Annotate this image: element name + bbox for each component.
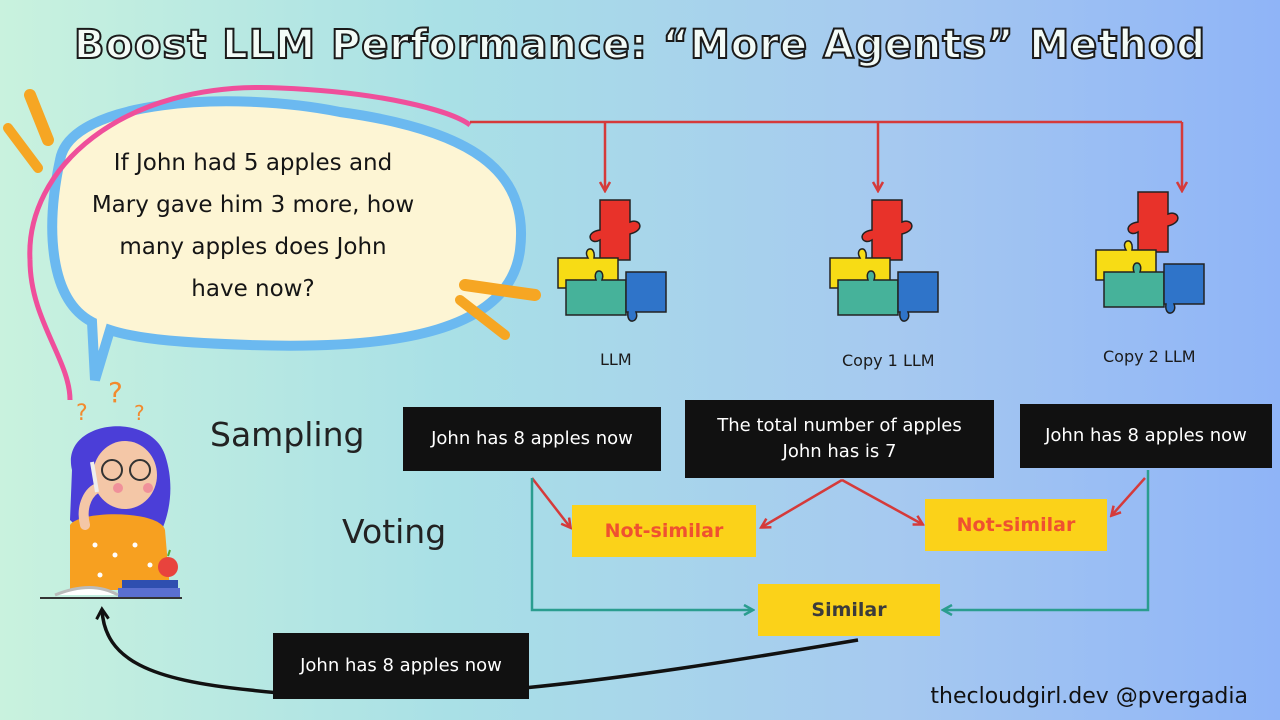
model-label-copy-2: Copy 2 LLM xyxy=(1103,347,1196,366)
thinking-girl-illustration: ? ? ? xyxy=(40,376,182,599)
puzzle-icon xyxy=(1095,191,1205,314)
sample-output-3: John has 8 apples now xyxy=(1023,407,1269,465)
stage-label-sampling: Sampling xyxy=(210,415,365,454)
stage-label-voting: Voting xyxy=(342,512,447,551)
svg-text:?: ? xyxy=(108,376,123,409)
model-label-copy-1: Copy 1 LLM xyxy=(842,351,935,370)
sample-output-2: The total number of apples John has is 7 xyxy=(688,403,991,475)
vote-similar: Similar xyxy=(758,584,940,636)
page-title: Boost LLM Performance: “More Agents” Met… xyxy=(73,21,1207,69)
svg-text:?: ? xyxy=(76,401,88,426)
vote-not-similar-left: Not-similar xyxy=(572,505,756,557)
question-text: If John had 5 apples and Mary gave him 3… xyxy=(91,150,415,302)
apple-icon xyxy=(158,557,178,577)
puzzle-icon xyxy=(557,199,667,322)
puzzle-icon xyxy=(829,199,939,322)
final-answer: John has 8 apples now xyxy=(276,636,526,696)
svg-text:?: ? xyxy=(134,401,145,425)
speech-bubble-icon xyxy=(3,85,541,401)
credit-text: thecloudgirl.dev @pvergadia xyxy=(930,684,1248,709)
vote-not-similar-right: Not-similar xyxy=(925,499,1107,551)
model-label-llm: LLM xyxy=(600,350,632,369)
sample-output-1: John has 8 apples now xyxy=(406,410,658,468)
